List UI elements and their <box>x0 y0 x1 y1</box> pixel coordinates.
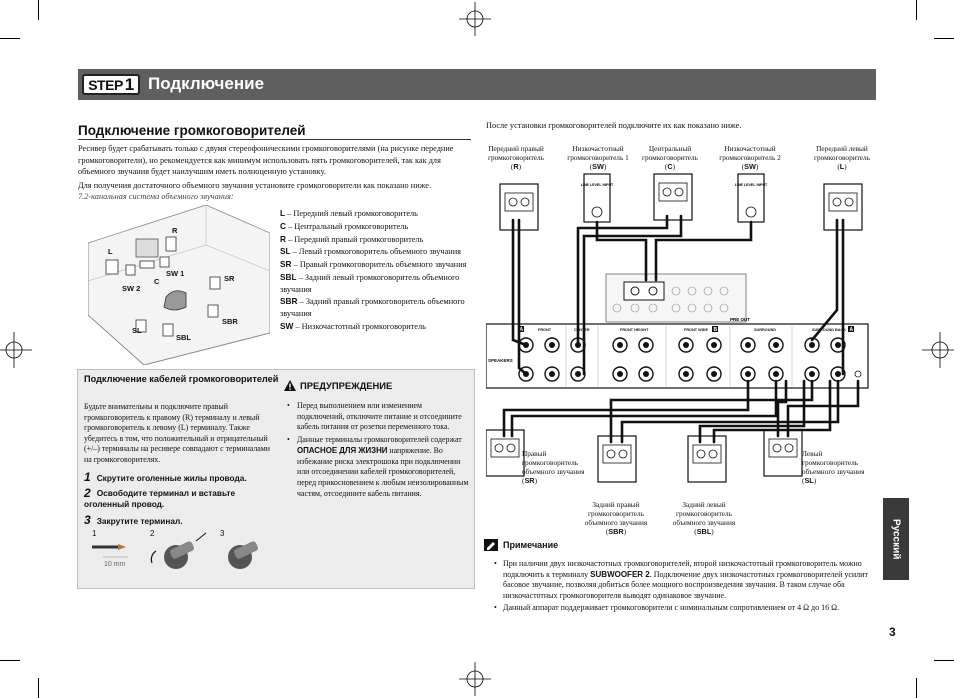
room-label-sbl: SBL <box>176 333 191 342</box>
connection-intro: После установки громкоговорителей подклю… <box>486 121 742 130</box>
speaker-surround-right <box>486 429 525 477</box>
pre-out-label: PRE OUT <box>730 317 750 322</box>
legend-item: C – Центральный громкоговоритель <box>280 220 409 231</box>
section-front-height: FRONT HEIGHT <box>620 328 649 332</box>
panel-letter-b: B <box>714 327 718 333</box>
speaker-sw2-shape <box>125 264 136 276</box>
language-tab: Русский <box>883 498 909 580</box>
line-level-label-1: LINE LEVEL INPUT <box>581 183 614 187</box>
cable-instructions: Будьте внимательны и подключите правый г… <box>84 402 271 464</box>
speaker-surround-back-left <box>687 435 727 483</box>
note-list: При наличии двух низкочастотных громкого… <box>494 559 878 616</box>
registration-mark-right <box>922 332 954 368</box>
page-title: Подключение <box>148 74 265 93</box>
room-layout-illustration: L R C SW 1 SW 2 SL SR SBL SBR <box>88 205 270 365</box>
room-label-l: L <box>108 247 113 256</box>
subwoofer-1 <box>583 173 611 223</box>
fig-step-2: 2 <box>150 529 155 538</box>
room-label-r: R <box>172 226 178 235</box>
legend-item: SR – Правый громкоговоритель объемного з… <box>280 259 467 270</box>
note-icon <box>484 539 498 551</box>
room-label-sl: SL <box>132 326 142 335</box>
fig-step-3: 3 <box>220 529 225 538</box>
speaker-r-shape <box>165 236 177 252</box>
step-word: STEP <box>88 76 123 93</box>
fig-step-1: 1 <box>92 529 97 538</box>
page-number: 3 <box>889 625 896 639</box>
section-surround: SURROUND <box>754 328 776 332</box>
wire-steps-illustration: 1 2 3 10 mm <box>92 529 259 569</box>
tv-shape <box>135 238 159 258</box>
connection-diagram: LINE LEVEL INPUT LINE LEVEL INPUT PRE OU… <box>486 173 869 483</box>
line-level-label-2: LINE LEVEL INPUT <box>735 183 768 187</box>
speaker-surround-back-right <box>597 435 637 483</box>
registration-mark-bottom <box>459 662 491 696</box>
panel-letter-a: A <box>520 327 524 333</box>
speaker-sw1-shape <box>159 256 170 268</box>
legend-item: SBR – Задний правый громкоговоритель объ… <box>280 296 465 318</box>
header-bar <box>78 69 876 100</box>
warning-title: ПРЕДУПРЕЖДЕНИЕ <box>284 380 392 391</box>
speaker-c-shape <box>139 260 155 269</box>
panel-letter-a-2: A <box>850 327 854 333</box>
speaker-sl-shape <box>135 319 147 333</box>
warning-icon <box>284 380 296 391</box>
registration-mark-top <box>459 2 491 36</box>
room-label-sbr: SBR <box>222 317 238 326</box>
cable-section-title: Подключение кабелей громкоговорителей <box>84 374 279 384</box>
subwoofer-2 <box>737 173 765 223</box>
speaker-surround-left <box>763 429 803 477</box>
room-label-sr: SR <box>224 274 235 283</box>
section-title: Подключение громкоговорителей <box>78 123 306 138</box>
section-surround-back: SURROUND BACK <box>812 328 846 332</box>
section-center: CENTER <box>574 328 590 332</box>
room-label-sw2: SW 2 <box>122 284 140 293</box>
section-front: FRONT <box>538 328 552 332</box>
speaker-center <box>653 173 693 221</box>
legend-item: SW – Низкочастотный громкоговоритель <box>280 320 426 331</box>
legend-item: SBL – Задний левый громкоговоритель объе… <box>280 271 460 294</box>
section-front-wide: FRONT WIDE <box>684 328 709 332</box>
note-item: При наличии двух низкочастотных громкого… <box>494 559 878 601</box>
fig-measure: 10 mm <box>104 561 126 568</box>
speaker-l-shape <box>105 259 119 275</box>
legend-item: R – Передний правый громкоговоритель <box>280 233 424 244</box>
room-label-c: C <box>154 277 160 286</box>
speaker-sbr-shape <box>207 304 219 318</box>
intro-paragraph: Ресивер будет срабатывать только с двумя… <box>78 144 454 176</box>
legend-item: SL – Левый громкоговоритель объемного зв… <box>280 246 461 257</box>
warning-item: Перед выполнением или изменением подключ… <box>287 401 469 433</box>
warning-list: Перед выполнением или изменением подключ… <box>287 401 469 501</box>
system-label: 7.2-канальная система объемного звучания… <box>78 192 234 201</box>
note-title: Примечание <box>484 539 558 551</box>
surround-paragraph: Для получения достаточного объемного зву… <box>78 181 432 190</box>
step-number: 1 <box>124 74 134 94</box>
section-divider <box>78 139 471 140</box>
room-label-sw1: SW 1 <box>166 269 184 278</box>
speaker-sr-shape <box>209 276 221 290</box>
speakers-label: SPEAKERS <box>488 358 513 363</box>
legend-item: L – Передний левый громкоговоритель <box>280 208 418 218</box>
registration-mark-left <box>0 332 32 368</box>
speaker-sbl-shape <box>162 323 174 337</box>
speaker-legend: L – Передний левый громкоговоритель C – … <box>280 208 472 333</box>
warning-item: Данные терминалы громкоговорителей содер… <box>287 435 469 499</box>
note-item: Данный аппарат поддерживает громкоговори… <box>494 603 878 614</box>
sofa-shape <box>163 290 187 311</box>
